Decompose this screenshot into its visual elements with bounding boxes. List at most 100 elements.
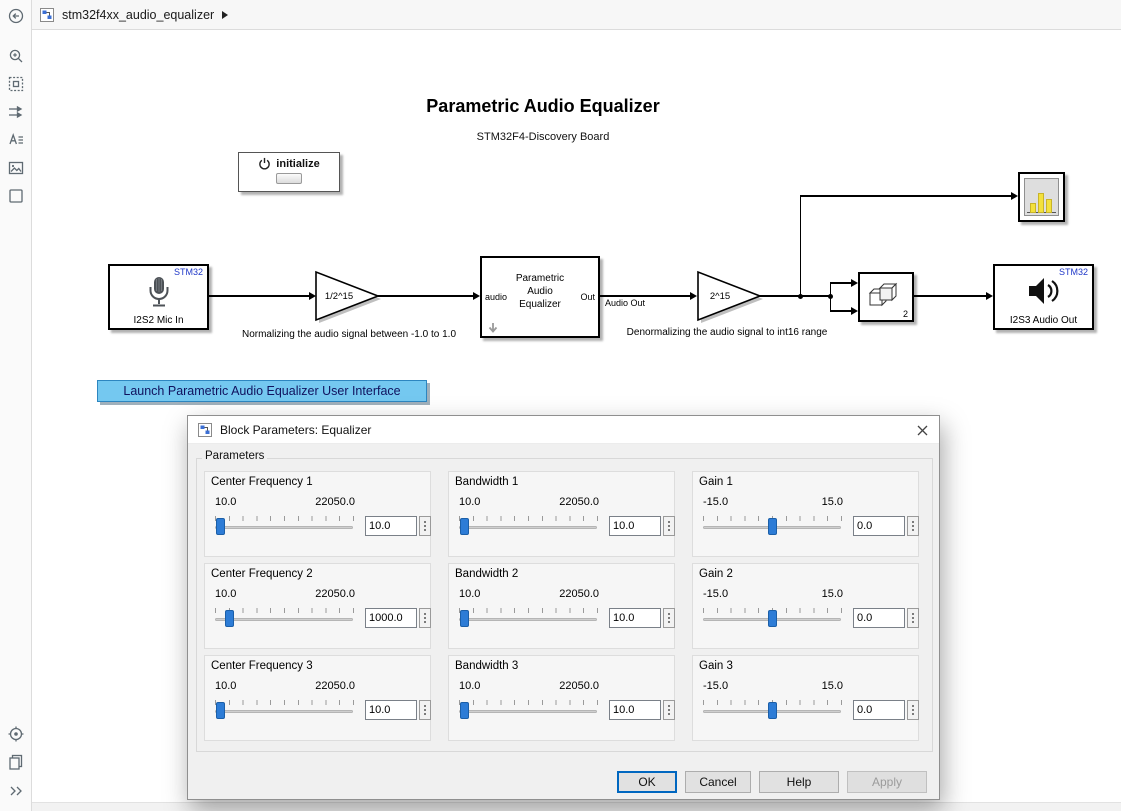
slider-handle[interactable] [460, 610, 470, 627]
viewmark-button[interactable] [4, 722, 28, 746]
param-slider[interactable] [455, 700, 601, 720]
dialog-buttons: OK Cancel Help Apply [617, 771, 927, 793]
close-icon [917, 425, 927, 435]
slider-track[interactable] [459, 526, 597, 529]
param-spinner[interactable] [907, 608, 919, 628]
param-min: -15.0 [703, 680, 729, 692]
horizontal-scrollbar[interactable] [32, 802, 1121, 811]
back-button[interactable] [4, 4, 28, 28]
param-spinner[interactable] [663, 516, 675, 536]
param-max: 22050.0 [315, 496, 355, 508]
equalizer-block[interactable]: audio Out Parametric Audio Equalizer [480, 256, 600, 338]
param-group: Bandwidth 3 10.0 22050.0 [448, 655, 675, 741]
slider-track[interactable] [459, 710, 597, 713]
param-slider[interactable] [211, 516, 357, 536]
spectrum-scope-block[interactable] [1018, 172, 1065, 222]
param-slider[interactable] [699, 700, 845, 720]
param-min: 10.0 [215, 496, 237, 508]
power-icon [259, 157, 271, 170]
param-value-input[interactable] [365, 700, 417, 720]
slider-track[interactable] [459, 618, 597, 621]
param-group: Gain 2 -15.0 15.0 [692, 563, 919, 649]
slider-handle[interactable] [216, 518, 226, 535]
zoom-button[interactable] [4, 44, 28, 68]
param-spinner[interactable] [419, 608, 431, 628]
breadcrumb-current[interactable]: stm32f4xx_audio_equalizer [62, 7, 215, 22]
slider-handle[interactable] [768, 518, 777, 535]
param-slider[interactable] [211, 608, 357, 628]
launch-equalizer-ui-link[interactable]: Launch Parametric Audio Equalizer User I… [97, 380, 427, 402]
arrowhead [309, 292, 316, 300]
param-value-input[interactable] [853, 516, 905, 536]
gain-in-block[interactable] [312, 268, 382, 326]
param-slider[interactable] [699, 516, 845, 536]
breadcrumb-expand-icon[interactable] [222, 10, 229, 19]
branch-dot [828, 293, 833, 299]
area-box-button[interactable] [4, 184, 28, 208]
param-spinner[interactable] [663, 608, 675, 628]
image-icon [8, 161, 24, 175]
param-range: 10.0 22050.0 [459, 496, 599, 508]
copy-icon [9, 754, 23, 770]
dialog-titlebar[interactable]: Block Parameters: Equalizer [188, 416, 939, 444]
annotation-button[interactable] [4, 128, 28, 152]
param-max: 15.0 [821, 680, 843, 692]
param-label: Bandwidth 2 [455, 568, 519, 580]
breadcrumb[interactable]: stm32f4xx_audio_equalizer [40, 7, 229, 22]
copy-view-button[interactable] [4, 750, 28, 774]
param-min: 10.0 [459, 680, 481, 692]
slider-handle[interactable] [460, 702, 470, 719]
param-spinner[interactable] [907, 516, 919, 536]
param-range: -15.0 15.0 [703, 588, 843, 600]
param-max: 22050.0 [559, 680, 599, 692]
param-slider[interactable] [455, 608, 601, 628]
breadcrumb-bar: stm32f4xx_audio_equalizer [32, 0, 1121, 30]
param-spinner[interactable] [419, 516, 431, 536]
scope-icon [1024, 178, 1059, 216]
param-spinner[interactable] [907, 700, 919, 720]
normalize-note: Normalizing the audio signal between -1.… [241, 329, 457, 340]
param-value-input[interactable] [853, 700, 905, 720]
slider-track[interactable] [215, 618, 353, 621]
zoom-in-icon [9, 49, 23, 63]
gain-out-block[interactable] [694, 268, 764, 326]
slider-handle[interactable] [768, 610, 777, 627]
slider-handle[interactable] [216, 702, 226, 719]
param-value-input[interactable] [609, 700, 661, 720]
param-group: Bandwidth 1 10.0 22050.0 [448, 471, 675, 557]
slider-handle[interactable] [225, 610, 235, 627]
param-value-input[interactable] [853, 608, 905, 628]
param-value-input[interactable] [609, 516, 661, 536]
fit-to-view-button[interactable] [4, 72, 28, 96]
audio-out-block[interactable]: STM32 I2S3 Audio Out [993, 264, 1094, 330]
slider-track[interactable] [215, 710, 353, 713]
help-button[interactable]: Help [759, 771, 839, 793]
signal-line [914, 295, 987, 297]
slider-handle[interactable] [768, 702, 777, 719]
param-slider[interactable] [211, 700, 357, 720]
dialog-close-button[interactable] [909, 418, 935, 442]
concatenate-block[interactable]: 2 [858, 272, 914, 322]
param-value-input[interactable] [365, 516, 417, 536]
param-value-input[interactable] [609, 608, 661, 628]
param-spinner[interactable] [663, 700, 675, 720]
initialize-button-face[interactable] [276, 173, 302, 184]
param-spinner[interactable] [419, 700, 431, 720]
image-button[interactable] [4, 156, 28, 180]
cancel-button[interactable]: Cancel [685, 771, 751, 793]
routing-button[interactable] [4, 100, 28, 124]
initialize-block[interactable]: initialize [238, 152, 340, 192]
param-slider[interactable] [699, 608, 845, 628]
expand-palette-button[interactable] [4, 779, 28, 803]
param-max: 22050.0 [559, 588, 599, 600]
speaker-icon [1028, 278, 1058, 304]
mic-in-block[interactable]: STM32 I2S2 Mic In [108, 264, 209, 330]
slider-track[interactable] [215, 526, 353, 529]
ok-button[interactable]: OK [617, 771, 677, 793]
slider-handle[interactable] [460, 518, 470, 535]
initialize-label: initialize [276, 157, 320, 170]
apply-button[interactable]: Apply [847, 771, 927, 793]
param-range: 10.0 22050.0 [215, 588, 355, 600]
param-value-input[interactable] [365, 608, 417, 628]
param-slider[interactable] [455, 516, 601, 536]
